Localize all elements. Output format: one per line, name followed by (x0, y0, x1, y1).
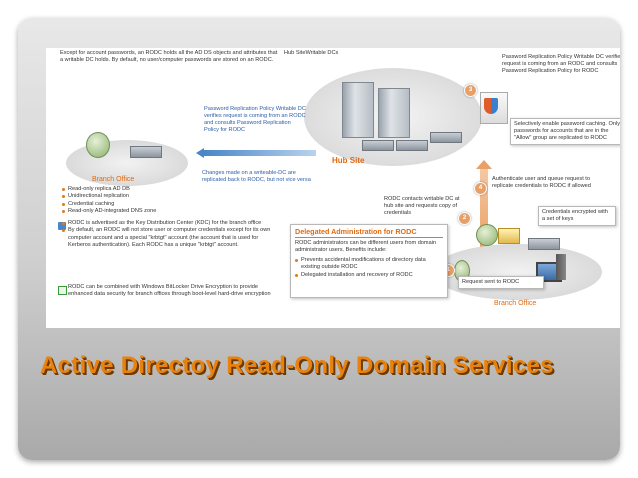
hub-site-label: Hub Site (332, 156, 365, 165)
list-item: Credential caching (62, 201, 202, 208)
branch-office-right-label: Branch Office (494, 300, 537, 307)
authenticate-text: Authenticate user and queue request to r… (492, 176, 591, 189)
rack-server-icon (362, 140, 394, 151)
rodc-server-icon (130, 146, 162, 158)
rodc-diagram: Except for account passwords, an RODC ho… (46, 48, 620, 328)
replication-direction-callout: Changes made on a writeable-DC are repli… (202, 170, 311, 183)
rodc-branch-server-icon (528, 238, 560, 250)
password-policy-text: Password Replication Policy Writable DC … (502, 54, 620, 74)
step-3-badge: 3 (464, 84, 477, 97)
key-icon (58, 222, 66, 230)
list-item: Read-only AD-integrated DNS zone (62, 208, 202, 215)
vertical-arrow (480, 168, 488, 248)
key-folder-icon (498, 228, 520, 244)
step-4-badge: 4 (474, 182, 487, 195)
bitlocker-text: RODC can be combined with Windows BitLoc… (68, 284, 271, 297)
delegated-admin-list: Prevents accidental modifications of dir… (295, 257, 443, 279)
step-2-badge: 2 (458, 212, 471, 225)
delegated-admin-title: Delegated Administration for RODC (295, 227, 417, 236)
shield-icon (484, 98, 498, 114)
slide-title: Active Directoy Read-Only Domain Service… (40, 352, 554, 379)
delegated-admin-box: Delegated Administration for RODC RODC a… (290, 224, 448, 298)
rack-server-icon-2 (396, 140, 428, 151)
list-item: Unidirectional replication (62, 193, 202, 200)
list-item: Delegated installation and recovery of R… (295, 272, 443, 279)
rodc-globe-icon (86, 132, 110, 158)
user-group-icon (476, 224, 498, 246)
credentials-box: Credentials encrypted with a set of keys (538, 206, 616, 226)
checkbox-icon (58, 286, 67, 295)
arrow-up-icon (476, 160, 492, 169)
arrow-left-icon (196, 148, 204, 158)
replication-policy-callout: Password Replication Policy Writable DC … (204, 106, 306, 133)
writable-dc-tower-icon (342, 82, 374, 138)
workstation-tower-icon (556, 254, 566, 280)
kdc-bullets-list: RODC is advertised as the Key Distributi… (62, 220, 276, 250)
selective-caching-box: Selectively enable password caching. Onl… (510, 118, 620, 145)
list-item: Prevents accidental modifications of dir… (295, 257, 443, 272)
slide-frame: Except for account passwords, an RODC ho… (18, 18, 620, 460)
branch-office-left-label: Branch Office (92, 176, 135, 183)
list-item: Read-only replica AD DB (62, 186, 202, 193)
branch-features-list: Read-only replica AD DB Unidirectional r… (62, 186, 202, 216)
divider (295, 237, 443, 238)
replication-arrow (204, 150, 316, 156)
rack-server-icon-3 (430, 132, 462, 143)
delegated-admin-intro: RODC administrators can be different use… (295, 240, 437, 253)
writable-dc-tower-icon-2 (378, 88, 410, 138)
rodc-description: Except for account passwords, an RODC ho… (60, 50, 278, 63)
hub-writable-dcs-label: Hub SiteWritable DCs (284, 50, 339, 56)
list-item: By default, an RODC will not store user … (62, 227, 276, 249)
rodc-contacts-text: RODC contacts writable DC at hub site an… (384, 196, 460, 216)
request-sent-label: Request sent to RODC (458, 276, 544, 289)
list-item: RODC is advertised as the Key Distributi… (62, 220, 276, 227)
